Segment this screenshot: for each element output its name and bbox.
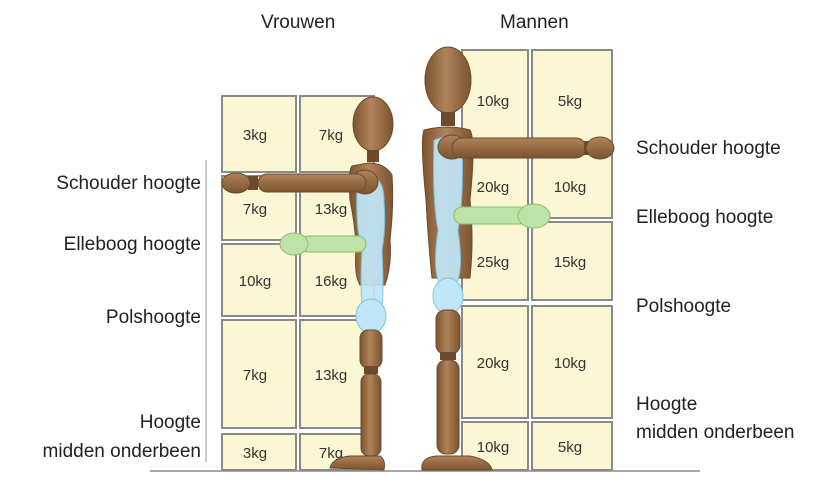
men-box-weight-label: 15kg <box>554 254 587 271</box>
woman-hand-highlight <box>280 233 308 255</box>
men-box-weight-label: 25kg <box>477 254 510 271</box>
women-box-weight-label: 7kg <box>319 127 343 144</box>
man-arm <box>452 138 586 158</box>
man-hand-highlight <box>518 204 550 228</box>
men-box-weight-label: 20kg <box>477 179 510 196</box>
men-shin-label-line1: Hoogte <box>636 394 697 416</box>
women-box-weight-label: 13kg <box>315 367 348 384</box>
woman-head <box>353 97 393 151</box>
men-heading: Mannen <box>500 12 569 34</box>
woman-neck <box>367 150 379 162</box>
man-shin <box>437 360 459 454</box>
man-head <box>425 47 471 113</box>
men-shin-label-line2: midden onderbeen <box>636 422 794 444</box>
woman-forearm-highlight <box>300 236 366 252</box>
women-shin-label-line2: midden onderbeen <box>43 441 201 463</box>
men-box-weight-label: 10kg <box>554 179 587 196</box>
women-shin-label-line1: Hoogte <box>140 412 201 434</box>
women-box-weight-label: 13kg <box>315 201 348 218</box>
men-elbow-label: Elleboog hoogte <box>636 207 773 229</box>
man-knee <box>440 352 456 360</box>
woman-thigh <box>360 330 382 368</box>
woman-knee <box>364 366 378 374</box>
women-box-weight-label: 3kg <box>243 445 267 462</box>
man-thigh <box>436 310 460 354</box>
men-box-weight-label: 5kg <box>558 439 582 456</box>
man-hand <box>586 137 614 159</box>
men-box-weight-label: 20kg <box>477 355 510 372</box>
women-box-weight-label: 16kg <box>315 273 348 290</box>
men-box-weight-label: 5kg <box>558 93 582 110</box>
men-box-weight-label: 10kg <box>554 355 587 372</box>
woman-shin <box>361 374 381 456</box>
women-heading: Vrouwen <box>261 12 335 34</box>
men-wrist-label: Polshoogte <box>636 296 731 318</box>
man-forearm-highlight <box>454 207 528 224</box>
man-hip-highlight <box>433 278 463 314</box>
woman-arm <box>258 174 366 192</box>
women-box-weight-label: 3kg <box>243 127 267 144</box>
women-box-weight-label: 7kg <box>243 367 267 384</box>
women-box-weight-label: 7kg <box>243 201 267 218</box>
men-shoulder-label: Schouder hoogte <box>636 138 781 160</box>
woman-hip-highlight <box>356 299 386 333</box>
women-box-weight-label: 10kg <box>239 273 272 290</box>
women-shoulder-label: Schouder hoogte <box>56 173 201 195</box>
men-box-weight-label: 10kg <box>477 93 510 110</box>
women-wrist-label: Polshoogte <box>106 307 201 329</box>
women-elbow-label: Elleboog hoogte <box>64 234 201 256</box>
man-neck <box>441 112 455 126</box>
woman-hand <box>222 173 250 193</box>
men-box-weight-label: 10kg <box>477 439 510 456</box>
